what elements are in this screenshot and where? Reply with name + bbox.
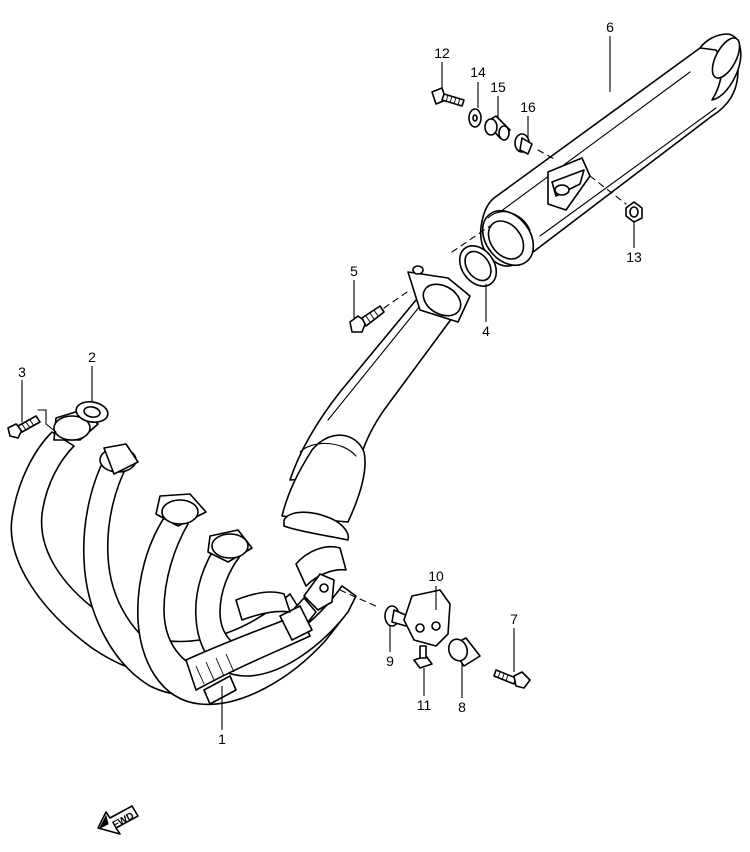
callout-label: 10	[428, 568, 444, 584]
callout-label: 8	[458, 699, 466, 715]
bracket-mount-bolt	[384, 605, 409, 627]
callout-label: 3	[18, 364, 26, 380]
callout-11: 11	[417, 668, 432, 713]
callout-label: 7	[510, 611, 518, 627]
connector-gasket	[458, 245, 498, 287]
callout-1: 1	[218, 686, 226, 747]
callout-label: 2	[88, 349, 96, 365]
callout-16: 16	[520, 99, 536, 138]
callout-12: 12	[434, 45, 450, 88]
callout-15: 15	[490, 79, 506, 118]
pipe-bracket	[403, 589, 451, 647]
callout-2: 2	[88, 349, 96, 402]
callout-label: 6	[606, 19, 614, 35]
header-gasket	[75, 400, 109, 424]
clamp-bolt	[349, 305, 385, 333]
callout-label: 1	[218, 731, 226, 747]
callout-label: 16	[520, 99, 536, 115]
exhaust-pipe-assembly	[10, 265, 471, 706]
callout-label: 5	[350, 263, 358, 279]
callout-7: 7	[510, 611, 518, 672]
muffler-collar	[514, 133, 533, 155]
muffler	[479, 33, 742, 267]
callout-3: 3	[18, 364, 26, 422]
callout-10: 10	[428, 568, 444, 610]
callout-5: 5	[350, 263, 358, 318]
callout-6: 6	[606, 19, 614, 92]
callout-label: 12	[434, 45, 450, 61]
callout-label: 13	[626, 249, 642, 265]
bracket-small-bolt	[413, 645, 433, 669]
muffler-washer	[468, 108, 482, 128]
bracket-cushion	[447, 637, 481, 667]
fwd-label: FWD	[111, 811, 136, 831]
callout-9: 9	[386, 626, 394, 669]
callout-label: 4	[482, 323, 490, 339]
muffler-grommet	[484, 115, 511, 141]
muffler-nut	[625, 201, 643, 223]
callout-4: 4	[482, 284, 490, 339]
callout-label: 11	[417, 697, 432, 713]
callout-label: 9	[386, 653, 394, 669]
cushion-bolt	[493, 669, 531, 689]
callout-label: 14	[470, 64, 486, 80]
header-stud-bolt	[7, 415, 41, 439]
callout-14: 14	[470, 64, 486, 108]
muffler-bolt	[431, 87, 465, 107]
callout-label: 15	[490, 79, 506, 95]
callout-8: 8	[458, 662, 466, 715]
forward-direction-arrow: FWD	[97, 805, 139, 835]
callout-13: 13	[626, 222, 642, 265]
